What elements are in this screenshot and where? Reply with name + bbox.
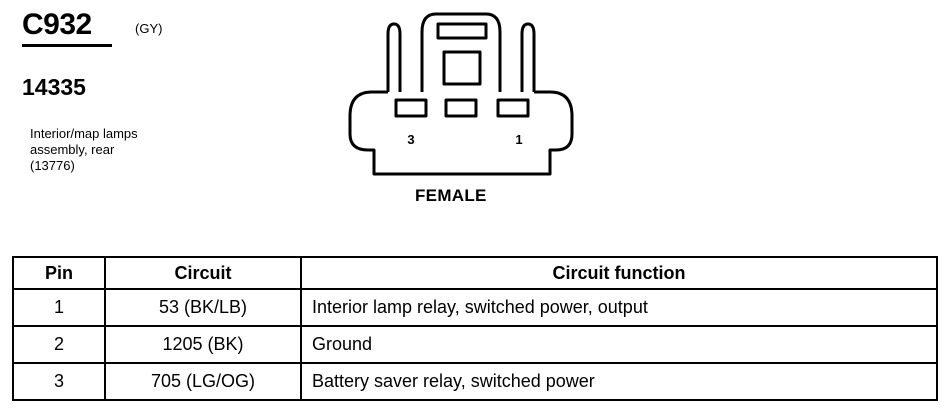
connector-diagram: 3 1 — [348, 12, 574, 176]
table-row: 1 53 (BK/LB) Interior lamp relay, switch… — [12, 288, 938, 327]
lock-housing — [420, 12, 502, 92]
circuit-cell: 1205 (BK) — [104, 325, 302, 364]
pin-cell: 3 — [12, 362, 106, 401]
view-label: FEMALE — [415, 186, 487, 205]
description-line: Interior/map lamps — [30, 126, 138, 141]
connector-description: Interior/map lamps assembly, rear (13776… — [30, 126, 138, 174]
circuit-cell: 53 (BK/LB) — [104, 288, 302, 327]
function-cell: Ground — [300, 325, 938, 364]
function-cell: Battery saver relay, switched power — [300, 362, 938, 401]
circuit-cell: 705 (LG/OG) — [104, 362, 302, 401]
connector-body-outline — [348, 90, 574, 176]
pin-table: Pin Circuit Circuit function 1 53 (BK/LB… — [12, 256, 938, 401]
pin-cell: 1 — [12, 288, 106, 327]
column-header-pin: Pin — [12, 256, 106, 290]
table-row: 2 1205 (BK) Ground — [12, 325, 938, 364]
lock-tab — [442, 50, 482, 86]
pin-label: 3 — [407, 132, 414, 147]
connector-id-underline — [22, 44, 112, 47]
table-row: 3 705 (LG/OG) Battery saver relay, switc… — [12, 362, 938, 401]
column-header-circuit: Circuit — [104, 256, 302, 290]
connector-id: C932 — [22, 8, 92, 41]
function-cell: Interior lamp relay, switched power, out… — [300, 288, 938, 327]
column-header-function: Circuit function — [300, 256, 938, 290]
right-latch-arm — [520, 22, 536, 92]
left-latch-arm — [386, 22, 402, 92]
pin-label: 1 — [515, 132, 522, 147]
part-number: 14335 — [22, 74, 86, 100]
lock-window — [436, 22, 488, 40]
table-header-row: Pin Circuit Circuit function — [12, 256, 938, 290]
pin-cavity-3 — [394, 98, 428, 118]
description-line: (13776) — [30, 158, 75, 173]
connector-color: (GY) — [135, 21, 163, 36]
pin-cell: 2 — [12, 325, 106, 364]
pin-cavity-1 — [496, 98, 530, 118]
description-line: assembly, rear — [30, 142, 115, 157]
pin-cavity-2 — [444, 98, 478, 118]
